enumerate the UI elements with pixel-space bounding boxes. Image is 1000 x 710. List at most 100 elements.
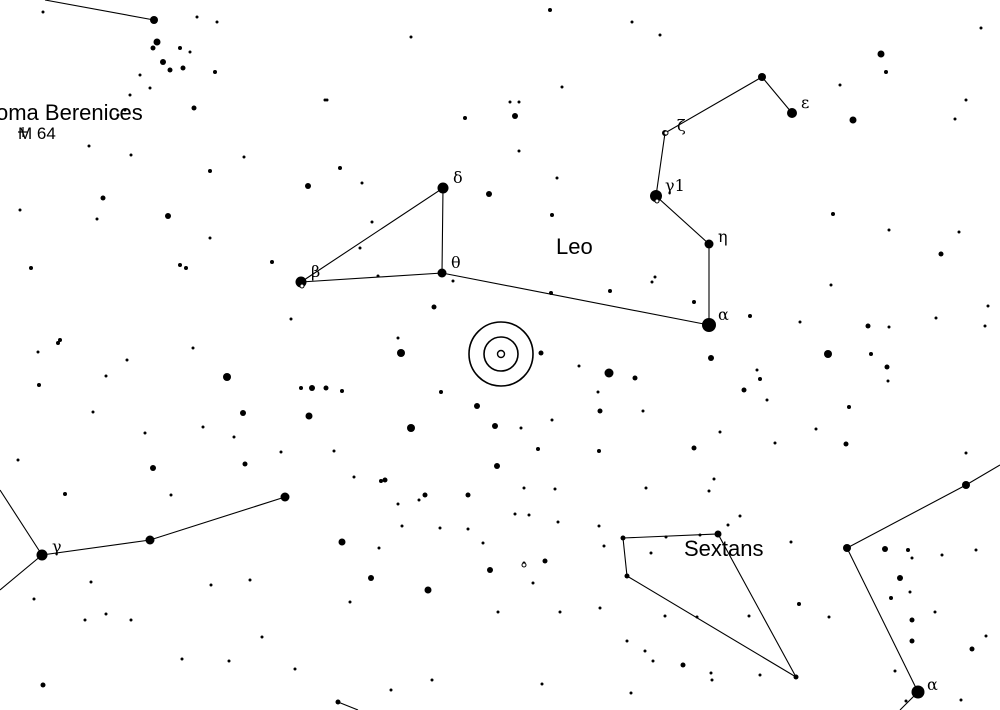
star: [242, 155, 246, 159]
star: [517, 100, 521, 104]
star: [437, 268, 447, 278]
star: [32, 597, 36, 601]
star: [893, 669, 897, 673]
star: [538, 350, 544, 356]
star: [793, 674, 799, 680]
star: [702, 318, 716, 332]
star: [180, 657, 184, 661]
star: [58, 338, 62, 342]
constellation-name-leo: Leo: [556, 234, 593, 259]
star: [188, 50, 192, 54]
star: [438, 526, 442, 530]
star: [201, 425, 205, 429]
star: [167, 67, 173, 73]
star: [884, 70, 888, 74]
star-label-epsilon: ε: [801, 93, 809, 112]
star: [437, 182, 449, 194]
star: [632, 375, 638, 381]
lower-lines: [337, 701, 359, 710]
star: [707, 489, 711, 493]
double-star-marker: [521, 562, 527, 568]
star: [560, 85, 564, 89]
star: [150, 16, 158, 24]
star: [748, 314, 752, 318]
star: [755, 368, 759, 372]
star: [100, 195, 106, 201]
star: [897, 575, 903, 581]
star: [496, 610, 500, 614]
star: [248, 578, 252, 582]
star: [709, 671, 713, 675]
star: [508, 100, 512, 104]
star: [178, 46, 182, 50]
star: [37, 383, 41, 387]
star: [938, 251, 944, 257]
star: [908, 590, 912, 594]
star: [984, 634, 988, 638]
star: [904, 699, 908, 703]
star: [758, 73, 766, 81]
star: [396, 502, 400, 506]
star: [305, 183, 311, 189]
star: [522, 486, 526, 490]
star-label-gamma1: γ1: [665, 176, 685, 195]
star: [664, 535, 668, 539]
star: [215, 20, 219, 24]
star: [843, 441, 849, 447]
star: [481, 541, 485, 545]
star: [698, 533, 702, 537]
star: [519, 426, 523, 430]
star-label-gamma-virgo: γ: [52, 537, 62, 556]
star: [87, 144, 91, 148]
star: [558, 610, 562, 614]
star: [148, 86, 152, 90]
star: [882, 546, 888, 552]
star: [550, 213, 554, 217]
star: [150, 465, 156, 471]
star: [789, 540, 793, 544]
star: [758, 673, 762, 677]
star: [195, 15, 199, 19]
star: [36, 549, 48, 561]
star: [718, 430, 722, 434]
star: [865, 323, 871, 329]
star: [368, 575, 374, 581]
star: [178, 263, 182, 267]
star: [409, 35, 413, 39]
star: [36, 350, 40, 354]
star: [577, 364, 581, 368]
star: [884, 364, 890, 370]
star: [787, 108, 797, 118]
star: [335, 699, 341, 705]
star: [338, 166, 342, 170]
star: [463, 116, 467, 120]
star: [957, 230, 961, 234]
star: [153, 38, 161, 46]
star: [831, 212, 835, 216]
star: [527, 513, 531, 517]
m64-label: M 64: [18, 124, 56, 143]
star: [184, 266, 188, 270]
star: [227, 659, 231, 663]
star: [145, 535, 155, 545]
star: [548, 8, 552, 12]
star: [63, 492, 67, 496]
star: [680, 662, 686, 668]
star-label-alpha-hydra: α: [927, 675, 938, 694]
star: [56, 341, 60, 345]
star: [653, 275, 657, 279]
star: [492, 423, 498, 429]
star: [116, 113, 120, 117]
star: [150, 45, 156, 51]
star: [824, 350, 832, 358]
star: [18, 208, 22, 212]
star: [213, 70, 217, 74]
star: [909, 638, 915, 644]
star: [843, 544, 851, 552]
star: [279, 450, 283, 454]
star: [358, 246, 362, 250]
star: [726, 523, 730, 527]
star: [542, 558, 548, 564]
star: [325, 98, 329, 102]
star: [389, 688, 393, 692]
